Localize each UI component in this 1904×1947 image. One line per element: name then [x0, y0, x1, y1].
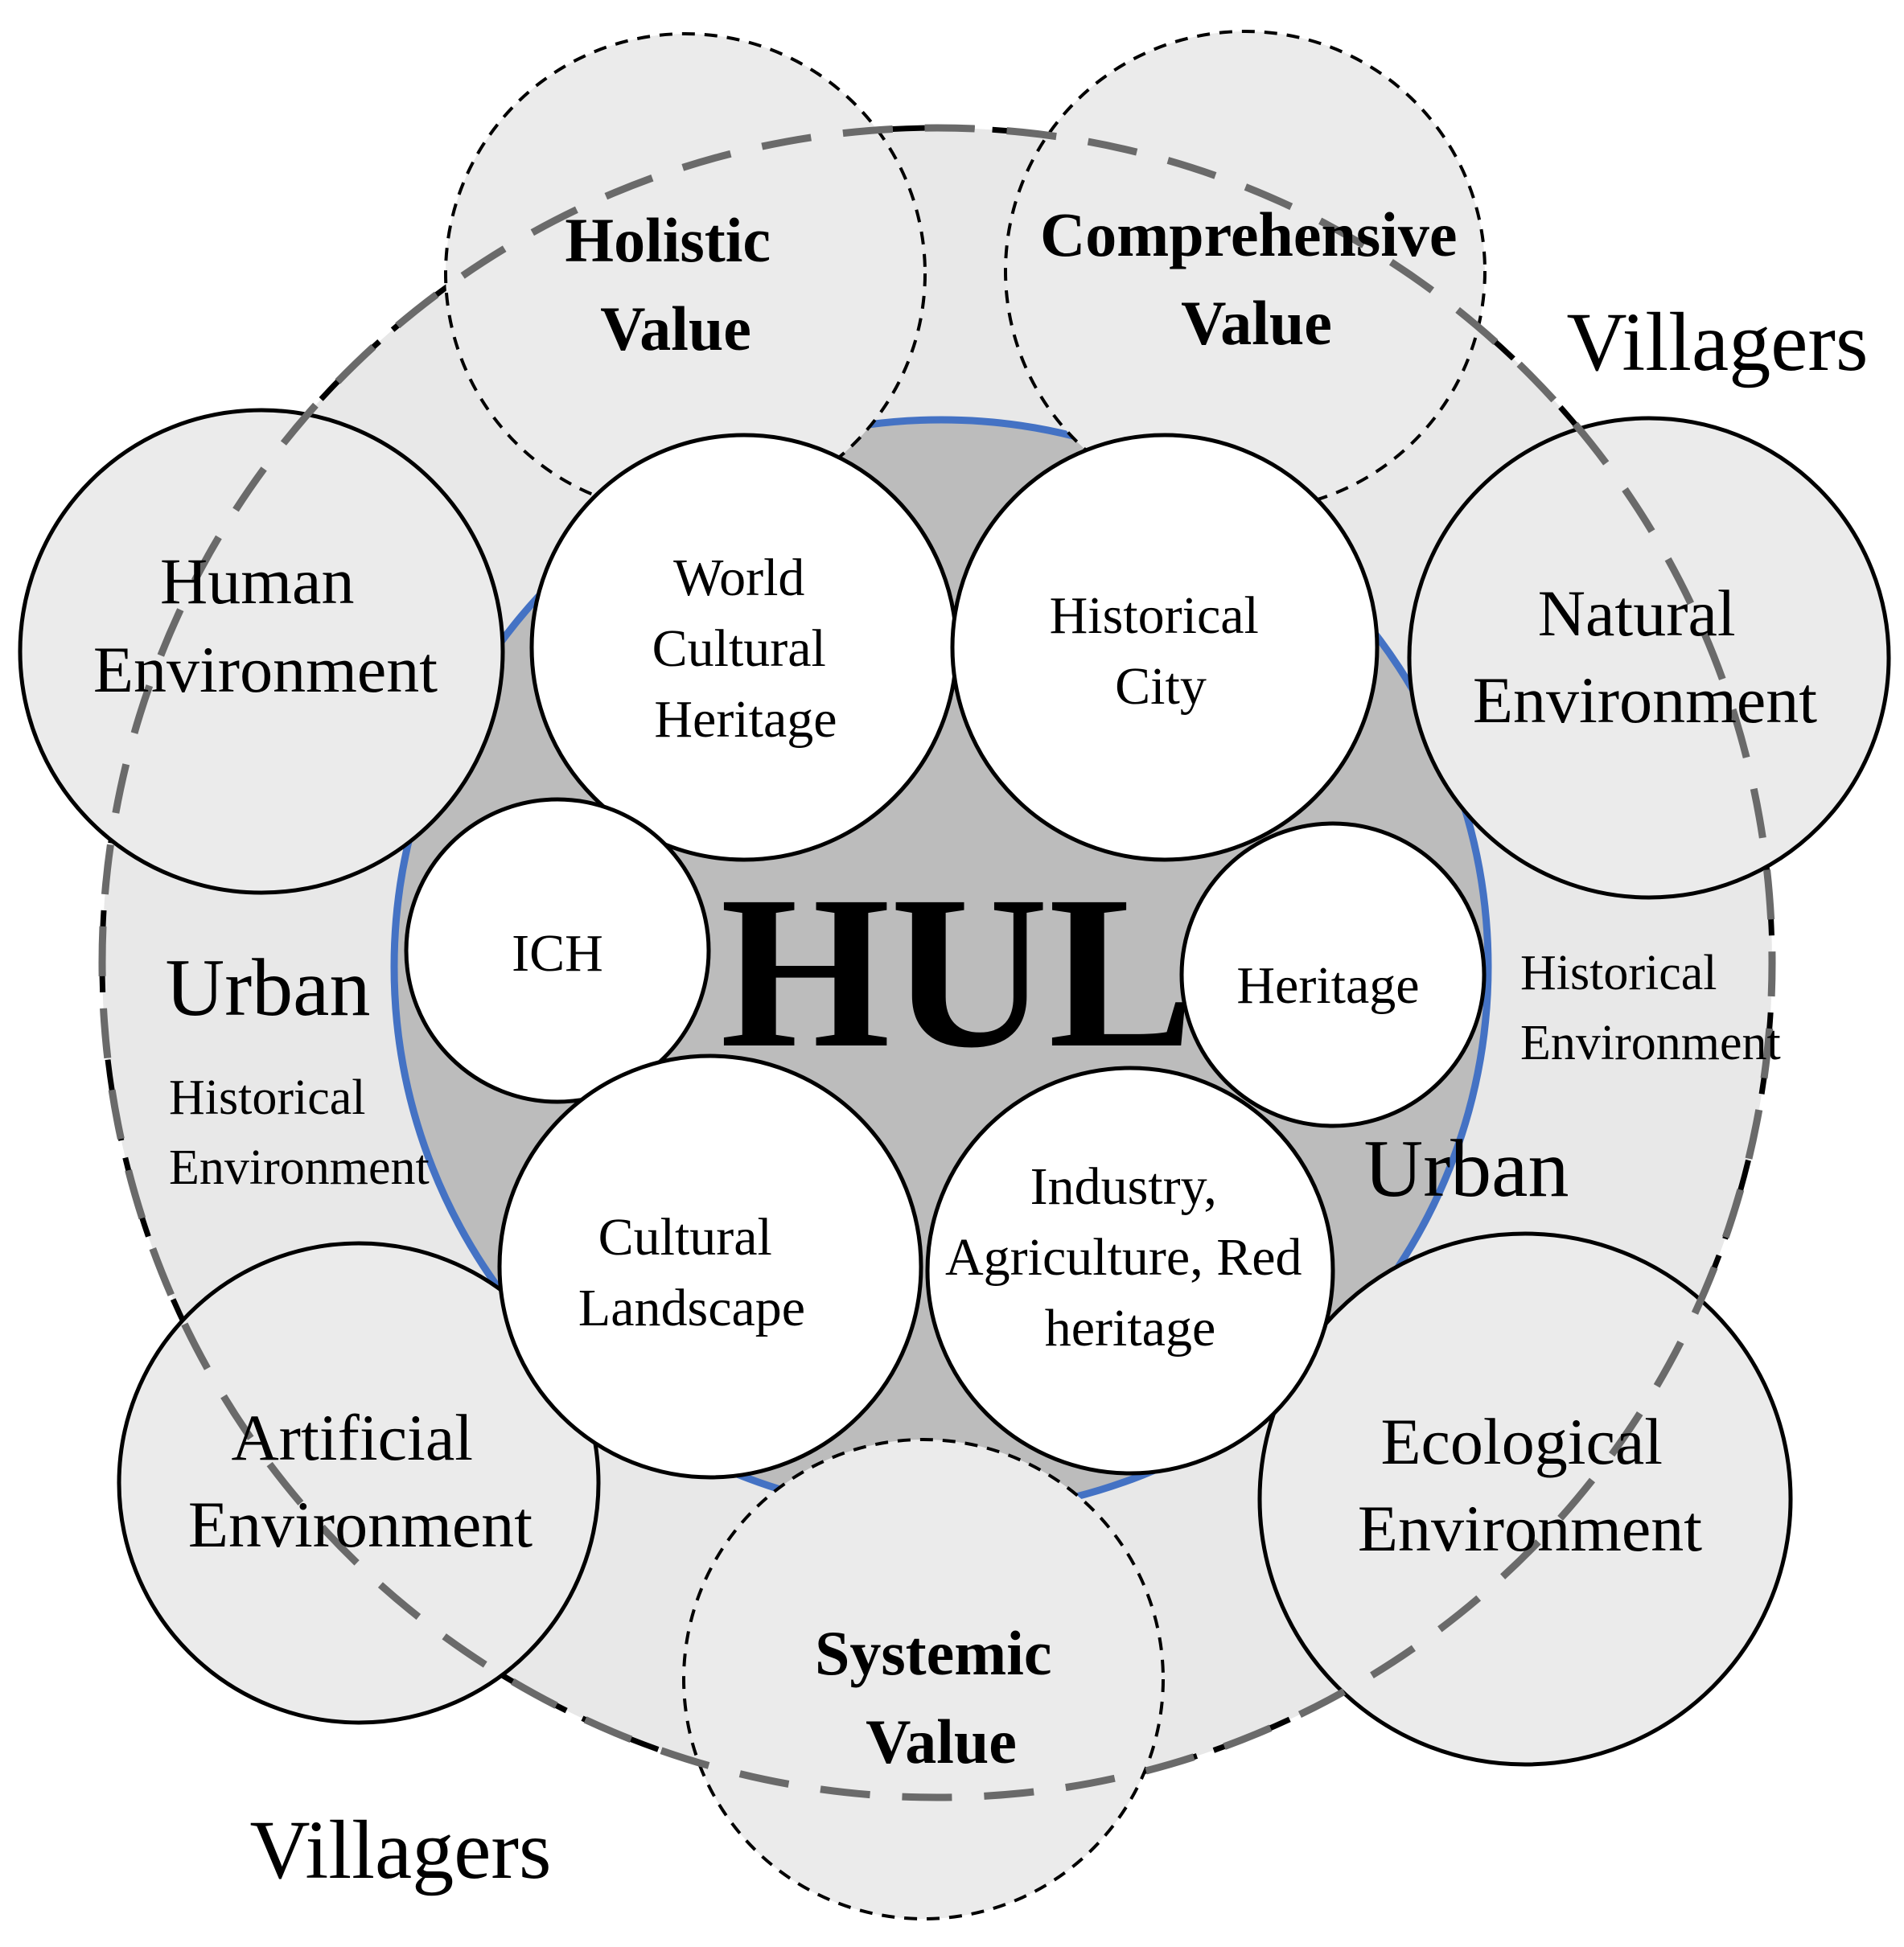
historical-left-line-1: Historical [169, 1070, 366, 1125]
systemic-value-circle [682, 1438, 1165, 1920]
artificial-environment-label: Artificial Environment [188, 1401, 533, 1561]
holistic-value-line-2: Value [600, 294, 751, 364]
natural-environment-circle [1407, 416, 1891, 900]
industry-line-2: Agriculture, Red [945, 1228, 1302, 1287]
artificial-environment-line-2: Environment [188, 1488, 533, 1561]
cultural-landscape-line-1: Cultural [598, 1208, 772, 1267]
human-environment-line-1: Human [160, 544, 354, 618]
industry-agriculture-red-heritage-circle [925, 1066, 1335, 1476]
urban-right-label: Urban [1364, 1123, 1569, 1214]
ecological-environment-label: Ecological Environment [1358, 1405, 1702, 1565]
historical-city-line-2: City [1115, 657, 1207, 716]
historical-right-line-2: Environment [1520, 1016, 1781, 1070]
cultural-landscape-line-2: Landscape [578, 1279, 805, 1337]
systemic-value-label: Systemic Value [815, 1618, 1067, 1777]
human-environment-line-2: Environment [93, 633, 438, 706]
world-cultural-heritage-line-3: Heritage [654, 690, 837, 749]
world-cultural-heritage-line-1: World [673, 548, 804, 607]
artificial-environment-line-1: Artificial [231, 1401, 473, 1474]
human-environment-label: Human Environment [93, 544, 438, 706]
historical-city-line-1: Historical [1050, 586, 1259, 645]
urban-left-label: Urban [166, 943, 371, 1033]
villagers-bottom-label: Villagers [250, 1804, 552, 1896]
industry-line-3: heritage [1045, 1299, 1216, 1358]
human-environment-circle [18, 408, 505, 895]
comprehensive-value-line-2: Value [1181, 288, 1332, 358]
industry-agriculture-red-heritage-label: Industry, Agriculture, Red heritage [945, 1157, 1315, 1358]
comprehensive-value-line-1: Comprehensive [1040, 199, 1458, 269]
ecological-environment-circle [1257, 1231, 1793, 1767]
historical-city-label: Historical City [1050, 586, 1273, 716]
hul-title: HUL [720, 851, 1194, 1093]
artificial-environment-circle [117, 1241, 601, 1725]
historical-environment-right-label: Historical Environment [1520, 946, 1781, 1070]
natural-environment-line-1: Natural [1538, 577, 1736, 650]
historical-right-line-1: Historical [1520, 946, 1717, 1000]
historical-environment-left-label: Historical Environment [169, 1070, 430, 1195]
heritage-circle [1179, 821, 1487, 1128]
heritage-label: Heritage [1236, 956, 1419, 1015]
comprehensive-value-label: Comprehensive Value [1040, 199, 1473, 358]
villagers-top-label: Villagers [1567, 296, 1869, 388]
systemic-value-line-1: Systemic [815, 1618, 1052, 1688]
villagers-boundary-overlay [98, 124, 1776, 1801]
holistic-value-circle [444, 32, 927, 515]
holistic-value-line-1: Holistic [565, 205, 771, 275]
holistic-value-label: Holistic Value [565, 205, 786, 364]
ich-label: ICH [512, 924, 603, 983]
historical-left-line-2: Environment [169, 1140, 430, 1195]
systemic-value-line-2: Value [866, 1707, 1017, 1777]
ecological-environment-line-2: Environment [1358, 1492, 1702, 1565]
natural-environment-label: Natural Environment [1473, 577, 1817, 737]
cultural-landscape-label: Cultural Landscape [578, 1208, 805, 1337]
ich-circle [404, 797, 711, 1104]
natural-environment-line-2: Environment [1473, 663, 1817, 737]
comprehensive-value-circle [1004, 30, 1487, 512]
world-cultural-heritage-line-2: Cultural [652, 619, 826, 678]
world-cultural-heritage-label: World Cultural Heritage [652, 548, 840, 749]
historical-city-circle [950, 433, 1380, 862]
ecological-environment-line-1: Ecological [1380, 1405, 1663, 1478]
industry-line-1: Industry, [1030, 1157, 1217, 1216]
cultural-landscape-circle [497, 1054, 923, 1480]
